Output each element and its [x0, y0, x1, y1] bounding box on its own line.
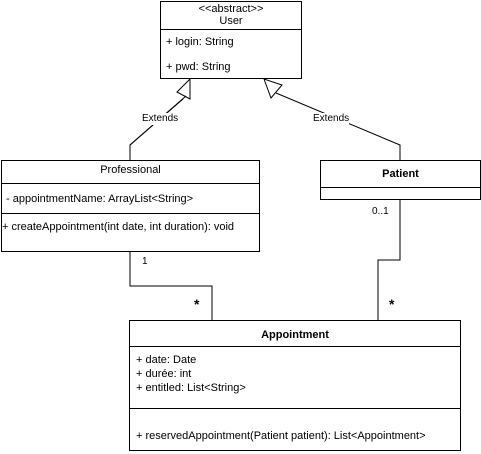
user-attribute-pwd: + pwd: String	[166, 61, 231, 73]
user-attribute-login: + login: String	[166, 36, 234, 48]
patient-separator	[321, 187, 480, 188]
extends-label-patient: Extends	[313, 113, 350, 125]
user-stereotype: <<abstract>>	[198, 3, 264, 15]
user-class-name: User	[219, 15, 243, 27]
patient-class-name: Patient	[382, 168, 419, 180]
extends-professional-line	[129, 98, 184, 160]
appointment-attribute-entitled: + entitled: List<String>	[136, 382, 246, 394]
extends-label-professional: Extends	[142, 113, 179, 125]
appointment-separator-1	[130, 346, 460, 347]
multiplicity-appointment-professional: *	[194, 296, 200, 312]
multiplicity-patient: 0..1	[372, 206, 389, 217]
appointment-attribute-duree: + durée: int	[136, 368, 192, 380]
multiplicity-appointment-patient: *	[389, 296, 395, 312]
appointment-attribute-date: + date: Date	[136, 354, 197, 366]
professional-appointment-association	[129, 252, 213, 320]
professional-attribute-appointmentname: - appointmentName: ArrayList<String>	[6, 193, 194, 205]
appointment-separator-2	[130, 408, 460, 409]
appointment-class-name: Appointment	[261, 329, 329, 341]
appointment-operation-reservedappointment: + reservedAppointment(Patient patient): …	[136, 430, 426, 442]
patient-appointment-association	[377, 200, 401, 320]
professional-operation-createappointment: + createAppointment(int date, int durati…	[2, 221, 235, 233]
multiplicity-professional: 1	[142, 256, 148, 267]
professional-separator-1	[2, 183, 259, 184]
user-separator	[161, 29, 301, 30]
professional-class-name: Professional	[100, 164, 161, 176]
extends-patient-arrowhead	[263, 78, 283, 99]
extends-patient-line	[275, 92, 401, 160]
class-patient[interactable]: Patient	[320, 160, 481, 200]
extends-professional-arrowhead	[176, 77, 191, 100]
class-professional[interactable]: Professional - appointmentName: ArrayLis…	[1, 160, 260, 252]
professional-separator-2	[2, 213, 259, 214]
class-user[interactable]: <<abstract>> User + login: String + pwd:…	[160, 1, 302, 79]
class-appointment[interactable]: Appointment + date: Date + durée: int + …	[129, 320, 461, 451]
